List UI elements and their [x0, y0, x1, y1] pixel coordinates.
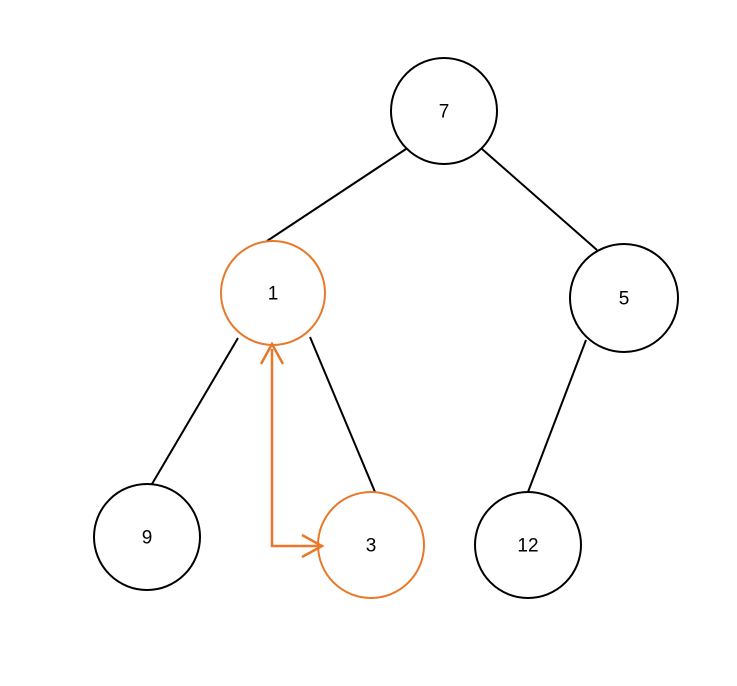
- arrow-head-right-icon: [301, 533, 325, 559]
- node-label: 3: [366, 536, 377, 557]
- node-label: 9: [142, 528, 153, 549]
- node-circle[interactable]: [569, 243, 679, 353]
- node-circle[interactable]: [474, 491, 582, 599]
- tree-node-12[interactable]: 12: [474, 491, 582, 599]
- edge-group: [151, 148, 598, 493]
- node-circle[interactable]: [390, 57, 498, 165]
- edge-1-to-9: [151, 337, 239, 485]
- node-label: 12: [517, 536, 538, 557]
- node-label: 5: [619, 289, 630, 310]
- swap-arrow-path: [270, 349, 317, 548]
- edge-7-to-5: [481, 148, 598, 251]
- node-group: 7 1 5 9 3 12: [93, 57, 679, 599]
- tree-node-7[interactable]: 7: [390, 57, 498, 165]
- tree-node-9[interactable]: 9: [93, 483, 201, 591]
- tree-node-1[interactable]: 1: [220, 240, 326, 346]
- swap-arrow-annotation: [259, 341, 325, 559]
- node-circle[interactable]: [93, 483, 201, 591]
- node-label: 1: [268, 284, 279, 305]
- tree-node-5[interactable]: 5: [569, 243, 679, 353]
- edge-7-to-1: [266, 148, 407, 242]
- node-label: 7: [439, 102, 450, 123]
- arrow-head-up-icon: [259, 341, 285, 365]
- edge-1-to-3: [309, 336, 376, 493]
- edge-5-to-12: [527, 339, 587, 493]
- tree-node-3[interactable]: 3: [317, 491, 425, 599]
